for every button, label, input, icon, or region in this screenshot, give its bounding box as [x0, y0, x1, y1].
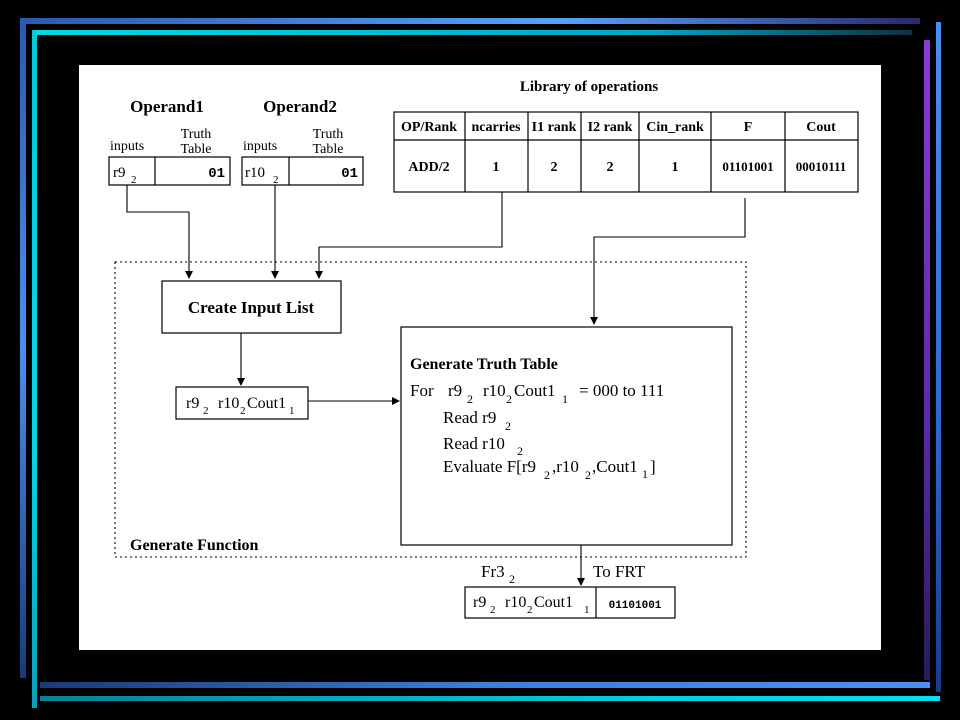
svg-text:Cout1: Cout1 [247, 395, 286, 412]
read-r9-line: Read r9 2 [443, 408, 511, 433]
svg-text:r10: r10 [483, 381, 506, 400]
svg-text:1: 1 [289, 405, 295, 417]
library-header-op-rank: OP/Rank [401, 120, 457, 135]
svg-text:2: 2 [467, 392, 473, 406]
operand2-inputs-label: inputs [243, 139, 277, 154]
svg-text:Read r9: Read r9 [443, 408, 496, 427]
svg-text:For: For [410, 381, 434, 400]
svg-text:2: 2 [240, 405, 246, 417]
frame-bar-bottom-cyan [40, 696, 940, 701]
operand2-title: Operand2 [263, 97, 337, 116]
frame-bar-top-cyan [32, 30, 912, 35]
svg-text:r9: r9 [473, 594, 486, 611]
frame-bar-left-cyan [32, 30, 37, 708]
dataflow-diagram: Operand1 inputs Truth Table r9 2 01 Oper… [108, 79, 859, 619]
operand1-input: r9 [113, 165, 126, 181]
output-input-list: r9 2 r10 2 Cout1 1 [473, 594, 590, 616]
library-cell-cin-rank: 1 [672, 160, 679, 175]
library-header-i2-rank: I2 rank [588, 120, 633, 135]
library-cell-i1-rank: 2 [551, 160, 558, 175]
output-box [464, 586, 676, 619]
library-header-ncarries: ncarries [472, 120, 522, 135]
svg-text:Cout1: Cout1 [534, 594, 573, 611]
generate-truth-table-box [400, 326, 733, 546]
svg-text:2: 2 [585, 468, 591, 482]
frame-bar-bottom [40, 682, 930, 688]
library-cell-cout: 00010111 [796, 159, 847, 174]
library-cell-op-rank: ADD/2 [408, 160, 449, 175]
svg-text:,Cout1: ,Cout1 [592, 457, 638, 476]
library-header-cin-rank: Cin_rank [646, 120, 704, 135]
frame-bar-right [924, 40, 930, 680]
library-cell-ncarries: 1 [493, 160, 500, 175]
operand1-title: Operand1 [130, 97, 204, 116]
create-input-list-label: Create Input List [188, 298, 315, 317]
generate-truth-table-title: Generate Truth Table [410, 356, 558, 373]
operand1-truth-label: Truth [181, 127, 212, 142]
svg-text:Cout1: Cout1 [514, 381, 556, 400]
svg-text:2: 2 [490, 604, 496, 616]
arrow-f-to-generate [590, 198, 746, 325]
operand2-box [241, 156, 364, 186]
output-truth-value: 01101001 [609, 600, 662, 612]
frame-bar-top [20, 18, 920, 24]
input-list-box [175, 386, 309, 420]
arrow-operand1-to-create [126, 185, 193, 279]
svg-text:r10: r10 [218, 395, 239, 412]
operand2-table-label: Table [313, 142, 344, 157]
svg-text:r9: r9 [448, 381, 462, 400]
svg-text:2: 2 [203, 405, 209, 417]
operand1-table-label: Table [181, 142, 212, 157]
svg-text:2: 2 [505, 419, 511, 433]
svg-text:2: 2 [506, 392, 512, 406]
operand2-input-sub: 2 [273, 174, 279, 186]
library-header-i1-rank: I1 rank [532, 120, 577, 135]
svg-text:2: 2 [509, 572, 515, 586]
svg-text:Fr3: Fr3 [481, 562, 505, 581]
svg-text:Evaluate F[r9: Evaluate F[r9 [443, 457, 536, 476]
output-function-name: Fr3 2 [481, 562, 515, 586]
svg-text:r10: r10 [505, 594, 526, 611]
library-title: Library of operations [520, 79, 658, 95]
svg-text:r9: r9 [186, 395, 199, 412]
svg-text:2: 2 [544, 468, 550, 482]
arrow-ncarries-to-create [315, 192, 503, 279]
svg-text:Read r10: Read r10 [443, 434, 505, 453]
library-table: OP/Rank ncarries I1 rank I2 rank Cin_ran… [393, 111, 859, 193]
operand1-input-sub: 2 [131, 174, 137, 186]
for-loop-line: For r9 2 r10 2 Cout1 1 = 000 to 111 [410, 381, 664, 406]
operand1-inputs-label: inputs [110, 139, 144, 154]
library-header-f: F [744, 120, 753, 135]
generate-function-region [114, 261, 747, 558]
operand2-truth-value: 01 [341, 166, 358, 182]
svg-text:1: 1 [642, 467, 648, 481]
frame-bar-left [20, 18, 26, 678]
svg-text:2: 2 [527, 604, 533, 616]
evaluate-line: Evaluate F[r9 2 ,r10 2 ,Cout1 1 ] [443, 457, 656, 482]
library-cell-i2-rank: 2 [607, 160, 614, 175]
operand2-truth-label: Truth [313, 127, 344, 142]
frame-bar-right-blue [936, 22, 941, 692]
svg-text:,r10: ,r10 [552, 457, 579, 476]
svg-text:]: ] [650, 457, 656, 476]
svg-text:2: 2 [517, 444, 523, 458]
operand1-box [108, 156, 231, 186]
input-list-text: r9 2 r10 2 Cout1 1 [186, 395, 295, 417]
generate-function-label: Generate Function [130, 537, 259, 554]
create-input-list-box [161, 280, 342, 334]
svg-text:1: 1 [584, 604, 590, 616]
to-frt-label: To FRT [593, 562, 646, 581]
library-header-cout: Cout [806, 120, 836, 135]
svg-text:1: 1 [562, 392, 568, 406]
operand1-truth-value: 01 [208, 166, 225, 182]
svg-text:= 000 to 111: = 000 to 111 [579, 381, 664, 400]
operand2-input: r10 [245, 165, 265, 181]
library-cell-f: 01101001 [722, 159, 773, 174]
diagram-panel: Operand1 inputs Truth Table r9 2 01 Oper… [79, 65, 881, 650]
read-r10-line: Read r10 2 [443, 434, 523, 458]
